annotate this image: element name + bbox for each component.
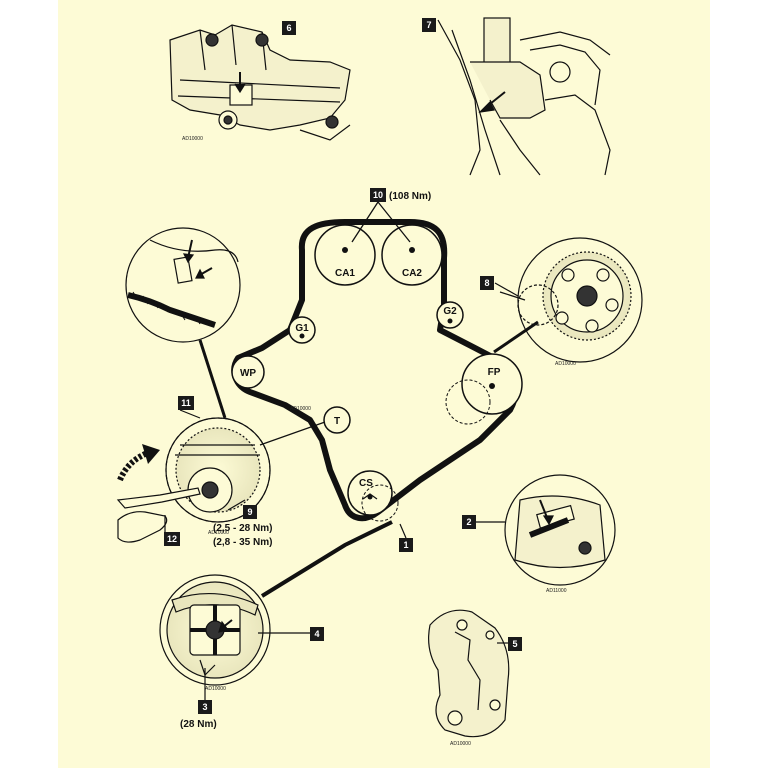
pulley-g2[interactable]: G2 — [436, 301, 464, 329]
torque-camshaft: (108 Nm) — [389, 191, 431, 202]
arrow-icon — [182, 253, 195, 264]
svg-text:7: 7 — [426, 20, 431, 30]
svg-text:9: 9 — [247, 507, 252, 517]
pulley-label-ca1: CA1 — [335, 268, 355, 279]
ref-label-6: AD10000 — [182, 136, 203, 142]
arrow-icon — [218, 620, 230, 633]
ref-label-belt: AD10000 — [290, 406, 311, 412]
detail-4-connector — [260, 520, 393, 598]
detail-belt-teeth — [125, 227, 241, 343]
arrow-icon — [234, 83, 246, 94]
pulley-label-g2: G2 — [443, 306, 457, 317]
detail-5-cover-plate — [428, 609, 510, 738]
detail-8-cam-sprocket — [499, 237, 643, 363]
svg-text:3: 3 — [202, 702, 207, 712]
pulley-label-t: T — [334, 416, 340, 427]
detail-6-engine-cam-lock — [169, 24, 351, 141]
pulley-wp[interactable]: WP — [231, 355, 265, 389]
svg-text:12: 12 — [167, 534, 177, 544]
callout-12: 12 — [164, 532, 180, 546]
callout-1: 1 — [399, 538, 413, 552]
callout-5: 5 — [508, 637, 522, 651]
detail-7-engine-bay — [437, 17, 611, 176]
torque-tensioner-2: (2,8 - 35 Nm) — [213, 537, 272, 548]
detail-2-lock-pin — [504, 474, 616, 586]
callout-4: 4 — [310, 627, 324, 641]
callout-3: 3 — [198, 700, 212, 714]
svg-text:6: 6 — [286, 23, 291, 33]
pulley-label-wp: WP — [240, 368, 256, 379]
leader-8 — [494, 282, 519, 297]
detail-teeth-connector — [198, 339, 227, 419]
callout-11: 11 — [178, 396, 194, 410]
pulley-label-g1: G1 — [295, 323, 309, 334]
svg-text:11: 11 — [181, 398, 191, 408]
callout-8: 8 — [480, 276, 494, 290]
arrow-icon — [195, 268, 205, 279]
callout-10: 10 — [370, 188, 386, 202]
torque-tensioner-1: (2,5 - 28 Nm) — [213, 523, 272, 534]
hand-icon — [116, 487, 201, 543]
detail-4-crank-pulley — [159, 574, 271, 686]
callout-9: 9 — [243, 505, 257, 519]
background-panel — [58, 0, 710, 768]
callout-2: 2 — [462, 515, 476, 529]
pulley-fp[interactable]: FP — [445, 353, 523, 425]
pulley-label-fp: FP — [488, 367, 501, 378]
pulley-t[interactable]: T — [323, 406, 351, 434]
svg-text:1: 1 — [403, 540, 408, 550]
detail-11-connector — [259, 421, 326, 446]
leader-10 — [351, 201, 411, 243]
svg-text:10: 10 — [373, 190, 383, 200]
svg-text:4: 4 — [314, 629, 319, 639]
leader-1 — [399, 523, 407, 539]
svg-text:2: 2 — [466, 517, 471, 527]
detail-8-connector — [493, 320, 539, 354]
svg-text:8: 8 — [484, 278, 489, 288]
svg-text:5: 5 — [512, 639, 517, 649]
leader-9 — [227, 499, 246, 511]
arrow-icon — [542, 515, 554, 526]
ref-label-5: AD10000 — [450, 741, 471, 747]
pulley-ca1[interactable]: CA1 — [314, 224, 376, 286]
pulley-g1[interactable]: G1 — [288, 316, 316, 344]
ref-label-11: AD10000 — [208, 530, 229, 536]
leader-11 — [179, 409, 201, 419]
torque-crank-bolt: (28 Nm) — [180, 719, 217, 730]
ref-label-2: AD11000 — [546, 588, 567, 594]
callout-7: 7 — [422, 18, 436, 32]
arrow-icon — [478, 100, 495, 113]
pulley-label-cs: CS — [359, 478, 373, 489]
ref-label-8: AD10000 — [555, 361, 576, 367]
ref-label-4: AD10000 — [205, 686, 226, 692]
pulley-ca2[interactable]: CA2 — [381, 224, 443, 286]
pulley-label-ca2: CA2 — [402, 268, 422, 279]
rotation-arrow-icon — [117, 444, 160, 482]
pulley-cs[interactable]: CS — [347, 470, 399, 522]
callout-6: 6 — [282, 21, 296, 35]
